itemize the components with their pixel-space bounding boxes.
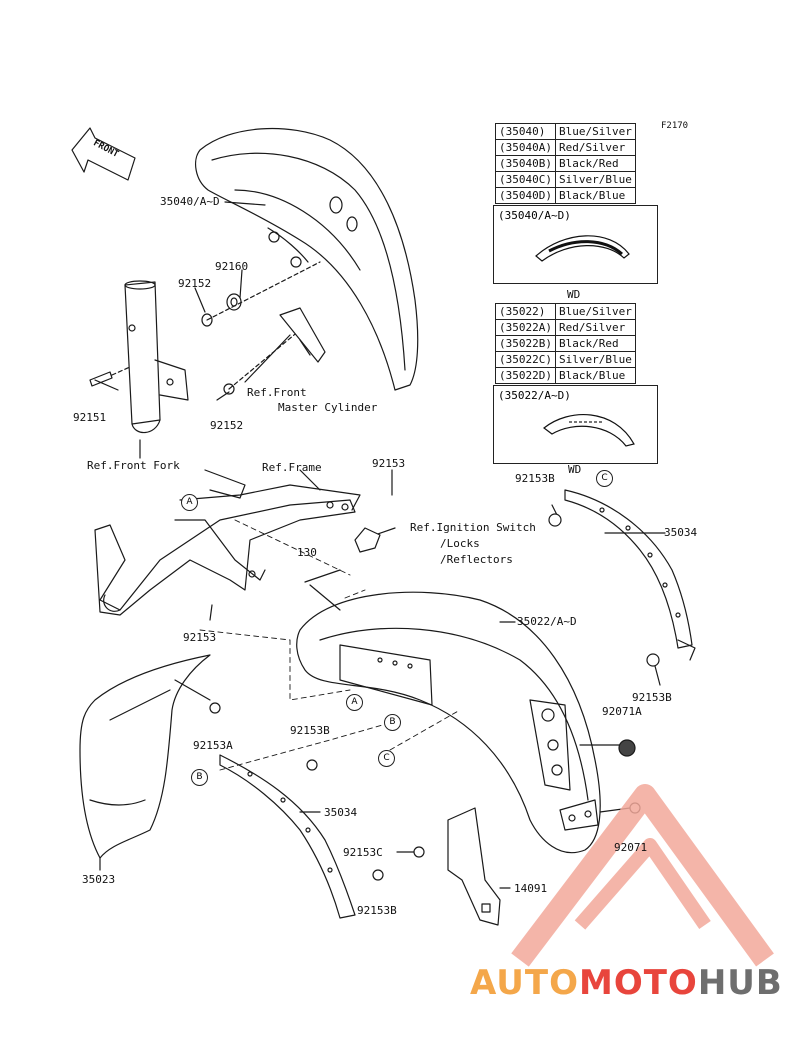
front-fender-shape <box>194 127 419 391</box>
table-cell: (35022A) <box>495 319 556 336</box>
table-cell: Blue/Silver <box>554 123 636 140</box>
label-ref-front-fork: Ref.Front Fork <box>87 459 180 472</box>
inset-rear-caption: (35022/A~D) <box>498 389 571 402</box>
table-cell: (35022C) <box>495 351 556 368</box>
callout-a-mid: A <box>346 694 363 711</box>
label-35040: 35040/A~D <box>160 195 220 208</box>
table-cell: Red/Silver <box>554 319 636 336</box>
left-rail-shape <box>219 754 356 919</box>
label-35022: 35022/A~D <box>517 615 577 628</box>
table-row: (35040D)Black/Blue <box>495 187 636 204</box>
table-row: (35022B)Black/Red <box>495 335 636 352</box>
label-14091: 14091 <box>514 882 548 895</box>
table-cell: (35022B) <box>495 335 556 352</box>
callout-b-mid: B <box>384 714 401 731</box>
label-35034-right: 35034 <box>664 526 698 539</box>
label-35034-left: 35034 <box>324 806 358 819</box>
inset-rear-fender: (35022/A~D) <box>493 385 658 464</box>
label-ref-ignition-2: /Locks <box>440 537 480 550</box>
callout-c-mid: C <box>378 750 395 767</box>
front-fork-shape <box>124 280 189 434</box>
label-92153A: 92153A <box>193 739 233 752</box>
table-cell: Red/Silver <box>554 139 636 156</box>
front-arrow-icon <box>71 127 136 181</box>
table-cell: (35040B) <box>495 155 556 172</box>
watermark-part2: MOTO <box>578 963 698 1003</box>
callout-a-top: A <box>181 494 198 511</box>
frame-shape <box>94 469 361 616</box>
mudflap-shape <box>447 807 501 926</box>
wd-mid-label: WD <box>567 288 581 301</box>
inner-fender-shape <box>79 654 211 859</box>
label-92153B-bottom: 92153B <box>357 904 397 917</box>
right-rail-shape <box>564 489 696 661</box>
label-130: 130 <box>297 546 317 559</box>
label-92153-top: 92153 <box>372 457 406 470</box>
inset-front-fender: (35040/A~D) <box>493 205 658 284</box>
label-92071A: 92071A <box>602 705 642 718</box>
table-cell: (35022) <box>495 303 556 320</box>
table-row: (35022)Blue/Silver <box>495 303 636 320</box>
table-cell: Silver/Blue <box>554 171 636 188</box>
callout-c-top: C <box>596 470 613 487</box>
table-cell: (35040C) <box>495 171 556 188</box>
watermark-part1: AUTO <box>470 963 579 1003</box>
label-92152-top: 92152 <box>178 277 212 290</box>
label-ref-ignition-1: Ref.Ignition Switch <box>410 521 536 534</box>
table-row: (35040A)Red/Silver <box>495 139 636 156</box>
label-92071: 92071 <box>614 841 648 854</box>
label-35023: 35023 <box>82 873 116 886</box>
rear-fender-shape <box>296 591 601 854</box>
label-92153C: 92153C <box>343 846 383 859</box>
table-cell: Blue/Silver <box>554 303 636 320</box>
wd-top-label: WD <box>568 463 582 476</box>
watermark-part3: HUB <box>697 963 783 1003</box>
inset-rear-fender-icon <box>543 414 635 447</box>
table-cell: (35040A) <box>495 139 556 156</box>
callout-b-left: B <box>191 769 208 786</box>
label-92152-bottom: 92152 <box>210 419 244 432</box>
label-ref-front-master-1: Ref.Front <box>247 386 307 399</box>
label-92151: 92151 <box>73 411 107 424</box>
figure-code: F2170 <box>661 121 689 131</box>
label-92160: 92160 <box>215 260 249 273</box>
table-row: (35022C)Silver/Blue <box>495 351 636 368</box>
label-92153B-top: 92153B <box>515 472 555 485</box>
label-92153B-mid: 92153B <box>290 724 330 737</box>
table-cell: Black/Blue <box>554 367 636 384</box>
table-cell: Black/Red <box>554 335 636 352</box>
inset-front-fender-icon <box>535 235 630 262</box>
table-cell: (35022D) <box>495 367 556 384</box>
table-row: (35040B)Black/Red <box>495 155 636 172</box>
table-row: (35040C)Silver/Blue <box>495 171 636 188</box>
color-table-rear: (35022)Blue/Silver (35022A)Red/Silver (3… <box>495 303 636 384</box>
table-row: (35040)Blue/Silver <box>495 123 636 140</box>
watermark-triangle <box>511 784 774 967</box>
table-row: (35022A)Red/Silver <box>495 319 636 336</box>
color-table-front: (35040)Blue/Silver (35040A)Red/Silver (3… <box>495 123 636 204</box>
label-ref-ignition-3: /Reflectors <box>440 553 513 566</box>
inset-front-caption: (35040/A~D) <box>498 209 571 222</box>
table-row: (35022D)Black/Blue <box>495 367 636 384</box>
table-cell: Black/Red <box>554 155 636 172</box>
brake-line-bracket <box>279 307 326 363</box>
label-92153-left: 92153 <box>183 631 217 644</box>
table-cell: (35040) <box>495 123 556 140</box>
label-ref-frame: Ref.Frame <box>262 461 322 474</box>
table-cell: (35040D) <box>495 187 556 204</box>
table-cell: Black/Blue <box>554 187 636 204</box>
label-ref-front-master-2: Master Cylinder <box>278 401 378 414</box>
label-92153B-right: 92153B <box>632 691 672 704</box>
table-cell: Silver/Blue <box>554 351 636 368</box>
watermark-logo: AUTOMOTOHUB <box>470 963 783 1003</box>
